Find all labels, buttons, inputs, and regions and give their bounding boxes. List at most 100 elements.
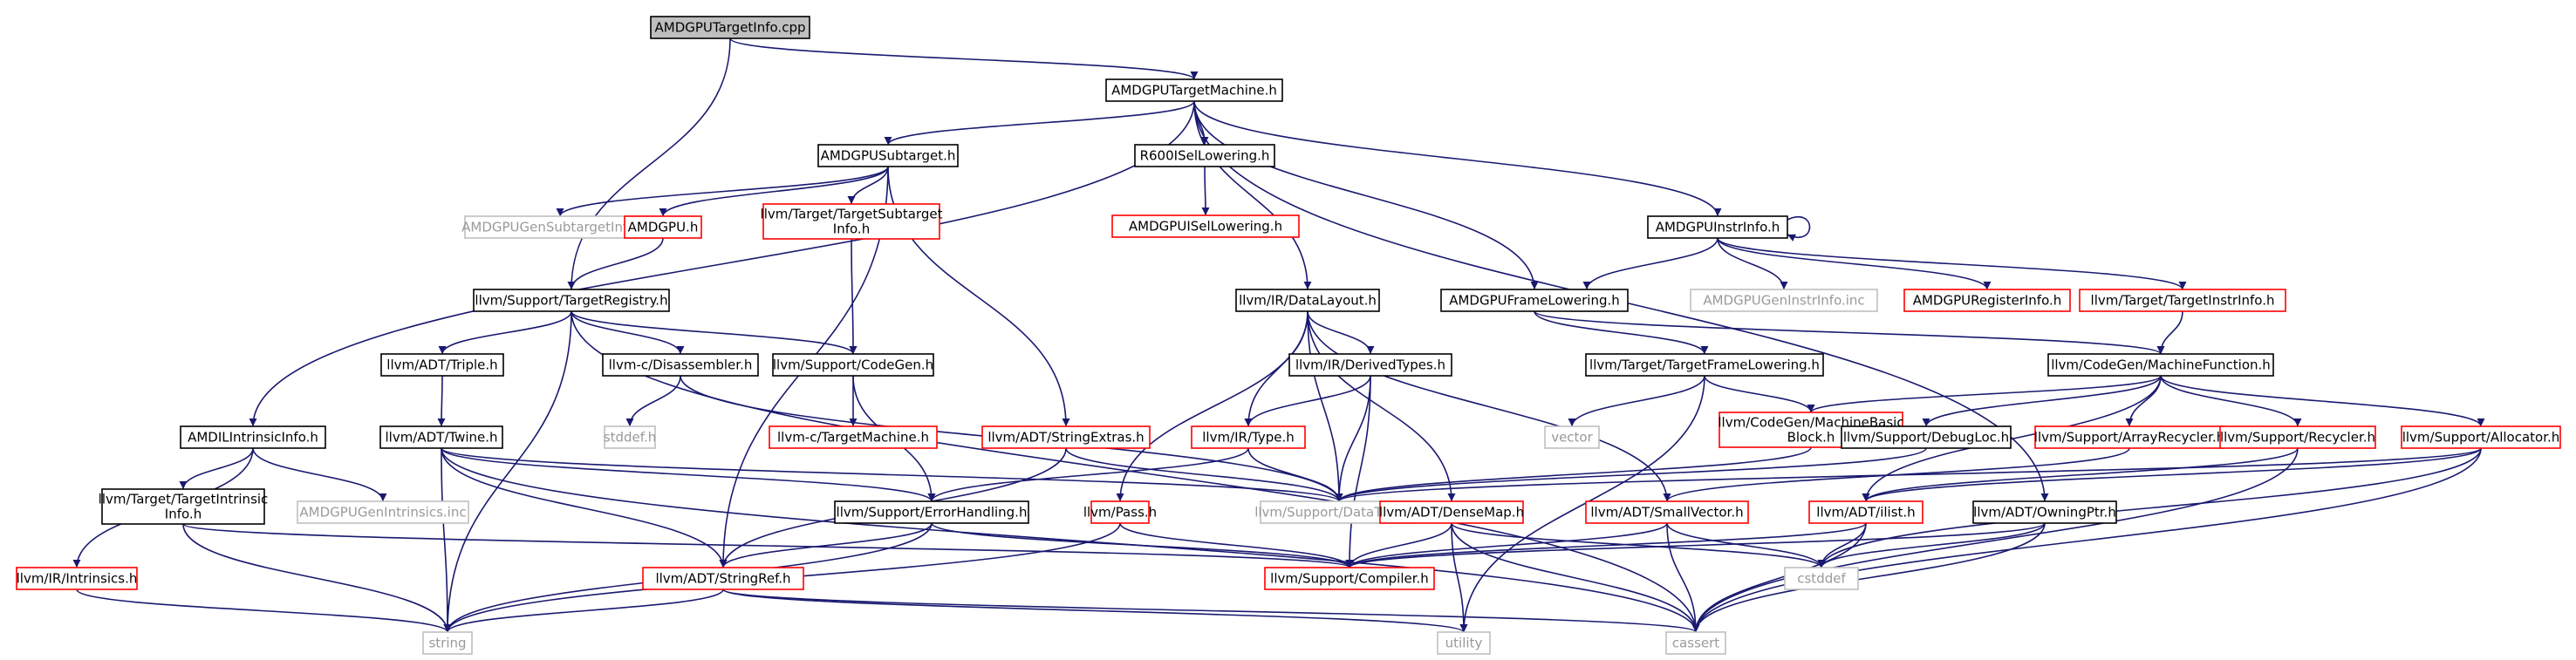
node-intrinsicinfo[interactable]: AMDILIntrinsicInfo.h	[180, 425, 326, 449]
node-gensubtarget[interactable]: AMDGPUGenSubtargetInfo.inc	[461, 215, 659, 239]
node-targetinstr[interactable]: llvm/Target/TargetInstrInfo.h	[2079, 289, 2286, 312]
edge-machinefunction-to-ilist	[1862, 375, 2162, 502]
edge-smallvector-to-cassert	[1666, 522, 1700, 633]
node-label-targetsubtarget: Info.h	[833, 221, 870, 237]
edge-twine-to-stringref	[441, 447, 728, 568]
node-amdgpuh[interactable]: AMDGPU.h	[624, 215, 702, 239]
node-genintrinsics[interactable]: AMDGPUGenIntrinsics.inc	[297, 500, 469, 524]
node-box-triple	[380, 353, 504, 377]
node-machinefunction[interactable]: llvm/CodeGen/MachineFunction.h	[2047, 353, 2274, 377]
node-arrayrecycler[interactable]: llvm/Support/ArrayRecycler.h	[2034, 425, 2224, 449]
node-label-targetinfo: AMDGPUTargetInfo.cpp	[655, 20, 806, 36]
edge-smallvector-to-compiler	[1345, 522, 1668, 568]
node-ilist[interactable]: llvm/ADT/ilist.h	[1808, 500, 1923, 524]
node-errorhandling[interactable]: llvm/Support/ErrorHandling.h	[834, 500, 1029, 524]
node-box-targetintrinsic	[101, 488, 265, 525]
node-label-targetmachine: AMDGPUTargetMachine.h	[1111, 83, 1277, 99]
node-pass[interactable]: llvm/Pass.h	[1083, 500, 1157, 524]
node-box-ilist	[1808, 500, 1923, 524]
node-triple[interactable]: llvm/ADT/Triple.h	[380, 353, 504, 377]
edge-targetmachine-to-instrinfo	[1193, 100, 1722, 217]
node-box-datalayout	[1235, 289, 1380, 312]
node-reginfo[interactable]: AMDGPURegisterInfo.h	[1903, 289, 2071, 312]
node-utility[interactable]: utility	[1437, 631, 1491, 655]
node-cassert[interactable]: cassert	[1665, 631, 1726, 655]
edge-targetinfo-to-targetmachine	[729, 37, 1199, 80]
edge-targetframe-to-vector	[1568, 375, 1705, 427]
edge-framelowering-to-targetframe	[1534, 310, 1709, 355]
node-label-errorhandling: llvm/Support/ErrorHandling.h	[837, 505, 1028, 521]
node-box-twine	[379, 425, 503, 449]
node-derivedtypes[interactable]: llvm/IR/DerivedTypes.h	[1288, 353, 1452, 377]
edge-owningptr-to-compiler	[1345, 522, 2046, 568]
edge-datalayout-to-datatypes	[1307, 310, 1343, 502]
edge-stringref-to-string	[443, 589, 724, 633]
edge-owningptr-to-cstddef	[1817, 522, 2046, 568]
node-r600isel[interactable]: R600ISelLowering.h	[1134, 144, 1275, 167]
node-label-machinebasicblock: Block.h	[1787, 430, 1835, 446]
node-debugloc[interactable]: llvm/Support/DebugLoc.h	[1841, 425, 2012, 449]
node-cstddef[interactable]: cstddef	[1784, 567, 1859, 590]
node-targetregistry[interactable]: llvm/Support/TargetRegistry.h	[473, 289, 670, 312]
edge-triple-to-twine	[437, 375, 446, 427]
edge-machinefunction-to-machinebasicblock	[1807, 375, 2162, 413]
node-box-gensubtarget	[464, 215, 656, 239]
node-ctargetmachine[interactable]: llvm-c/TargetMachine.h	[769, 425, 938, 449]
node-compiler[interactable]: llvm/Support/Compiler.h	[1264, 567, 1435, 590]
edge-r600isel-to-amdgpuisel	[1201, 166, 1210, 216]
node-irtype[interactable]: llvm/IR/Type.h	[1191, 425, 1306, 449]
node-smallvector[interactable]: llvm/ADT/SmallVector.h	[1585, 500, 1749, 524]
node-densemap[interactable]: llvm/ADT/DenseMap.h	[1379, 500, 1524, 524]
node-label-amdgpuh: AMDGPU.h	[628, 220, 699, 235]
node-string[interactable]: string	[422, 631, 473, 655]
node-box-owningptr	[1972, 500, 2117, 524]
node-stringextras[interactable]: llvm/ADT/StringExtras.h	[981, 425, 1151, 449]
edge-targetregistry-to-triple	[438, 310, 572, 355]
node-targetmachine[interactable]: AMDGPUTargetMachine.h	[1105, 78, 1283, 102]
node-instrinfo[interactable]: AMDGPUInstrInfo.h	[1647, 215, 1788, 239]
edge-subtarget-to-amdgpuh	[659, 166, 889, 217]
edge-errorhandling-to-compiler	[931, 522, 1354, 568]
node-targetframe[interactable]: llvm/Target/TargetFrameLowering.h	[1585, 353, 1824, 377]
node-label-instrinfo: AMDGPUInstrInfo.h	[1656, 220, 1780, 235]
node-amdgpuisel[interactable]: AMDGPUISelLowering.h	[1111, 214, 1300, 238]
node-box-targetinfo	[650, 16, 810, 39]
node-stddef[interactable]: stddef.h	[604, 425, 656, 449]
node-datalayout[interactable]: llvm/IR/DataLayout.h	[1235, 289, 1380, 312]
edge-disassembler-to-stddef	[625, 375, 681, 427]
node-box-instrinfo	[1647, 215, 1788, 239]
node-owningptr[interactable]: llvm/ADT/OwningPtr.h	[1972, 500, 2117, 524]
edge-twine-to-cassert	[441, 447, 1700, 633]
node-codegen[interactable]: llvm/Support/CodeGen.h	[772, 353, 934, 377]
node-label-ilist: llvm/ADT/ilist.h	[1816, 505, 1915, 521]
node-allocator[interactable]: llvm/Support/Allocator.h	[2401, 425, 2561, 449]
node-recycler[interactable]: llvm/Support/Recycler.h	[2219, 425, 2376, 449]
edge-ilist-to-compiler	[1345, 522, 1867, 568]
edge-derivedtypes-to-compiler	[1345, 375, 1371, 568]
node-disassembler[interactable]: llvm-c/Disassembler.h	[602, 353, 759, 377]
node-box-intrinsicinfo	[180, 425, 326, 449]
edge-twine-to-string	[441, 447, 452, 633]
node-twine[interactable]: llvm/ADT/Twine.h	[379, 425, 503, 449]
node-label-targetinstr: llvm/Target/TargetInstrInfo.h	[2091, 293, 2275, 309]
node-label-cassert: cassert	[1672, 636, 1719, 651]
edge-twine-to-datatypes	[441, 447, 1343, 502]
node-framelowering[interactable]: AMDGPUFrameLowering.h	[1440, 289, 1629, 312]
node-box-stringextras	[981, 425, 1151, 449]
node-targetinfo[interactable]: AMDGPUTargetInfo.cpp	[650, 16, 810, 39]
node-box-cassert	[1665, 631, 1726, 655]
node-intrinsics[interactable]: llvm/IR/Intrinsics.h	[16, 567, 138, 590]
node-stringref[interactable]: llvm/ADT/StringRef.h	[642, 567, 804, 590]
node-box-string	[422, 631, 473, 655]
node-subtarget[interactable]: AMDGPUSubtarget.h	[817, 144, 959, 167]
edge-machinefunction-to-allocator	[2160, 375, 2485, 427]
edge-subtarget-to-targetsubtarget	[847, 166, 889, 205]
node-vector[interactable]: vector	[1544, 425, 1600, 449]
edge-densemap-to-cstddef	[1451, 522, 1826, 568]
node-geninstr[interactable]: AMDGPUGenInstrInfo.inc	[1690, 289, 1878, 312]
node-label-pass: llvm/Pass.h	[1083, 505, 1157, 521]
node-box-amdgpuh	[624, 215, 702, 239]
node-label-targetsubtarget: llvm/Target/TargetSubtarget	[761, 207, 943, 222]
